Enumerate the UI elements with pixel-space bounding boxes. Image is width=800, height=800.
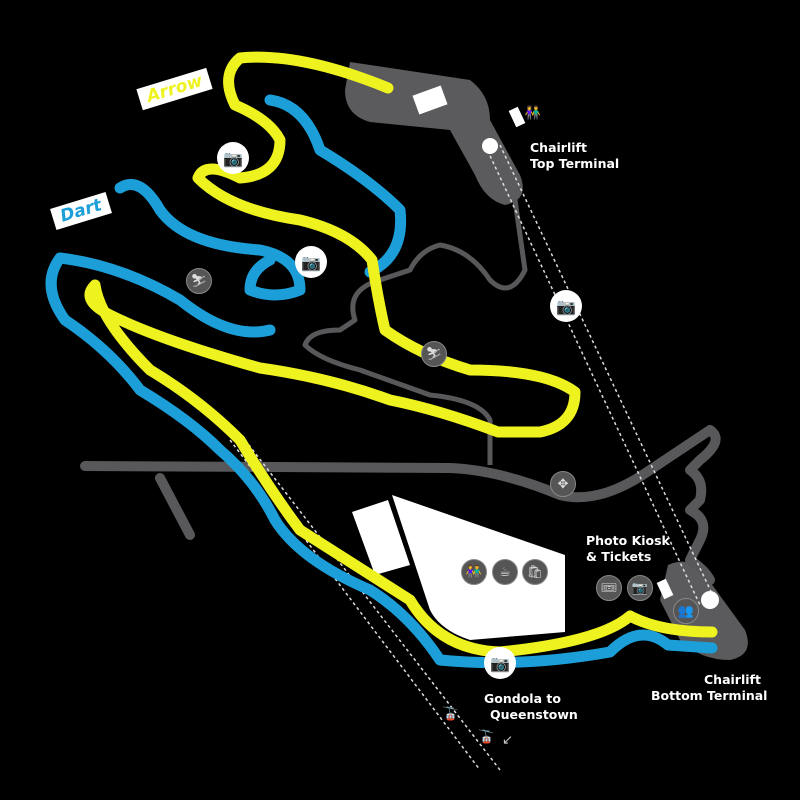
- photo-camera-icon[interactable]: 📷: [550, 290, 582, 322]
- queue-icon: 👥: [673, 598, 699, 624]
- service-road: [302, 199, 528, 465]
- gondola-cabin-icon: 🚡: [442, 707, 459, 722]
- shop-icon: 🛍: [522, 559, 548, 585]
- toilets-icon: 👫: [524, 105, 542, 121]
- luge-icon: ⛷: [186, 268, 212, 294]
- photo-kiosk-icon: 📷: [627, 575, 653, 601]
- tickets-icon: 🎟: [596, 575, 622, 601]
- chairlift-cable: [484, 144, 716, 606]
- gondola-cabin-icon: 🚡: [478, 730, 495, 745]
- small-building: [412, 85, 448, 115]
- label-gondola-2: Queenstown: [490, 707, 578, 722]
- road-spur: [155, 473, 195, 540]
- toilets-icon: 👫: [461, 559, 487, 585]
- cafe-icon: ☕: [492, 559, 518, 585]
- photo-camera-icon[interactable]: 📷: [295, 246, 327, 278]
- gondola-building: [352, 500, 410, 575]
- trail-arrow: [84, 51, 718, 658]
- label-bottom-terminal-2: Bottom Terminal: [651, 688, 768, 703]
- photo-camera-icon[interactable]: 📷: [484, 647, 516, 679]
- bottom-terminal-station: [701, 591, 719, 609]
- road-main: [80, 425, 721, 585]
- arrow-down-left-icon: ↙: [502, 733, 513, 748]
- label-gondola: Gondola to: [484, 691, 561, 706]
- crossing-icon: ✥: [550, 471, 576, 497]
- label-bottom-terminal: Chairlift: [704, 672, 761, 687]
- label-photo-kiosk: Photo Kiosk& Tickets: [586, 533, 670, 564]
- top-small-building: [508, 106, 526, 128]
- luge-icon: ⛷: [421, 341, 447, 367]
- photo-camera-icon[interactable]: 📷: [217, 142, 249, 174]
- top-terminal-station: [482, 138, 498, 154]
- bottom-small-building: [656, 578, 674, 600]
- top-terminal-area: [345, 62, 523, 205]
